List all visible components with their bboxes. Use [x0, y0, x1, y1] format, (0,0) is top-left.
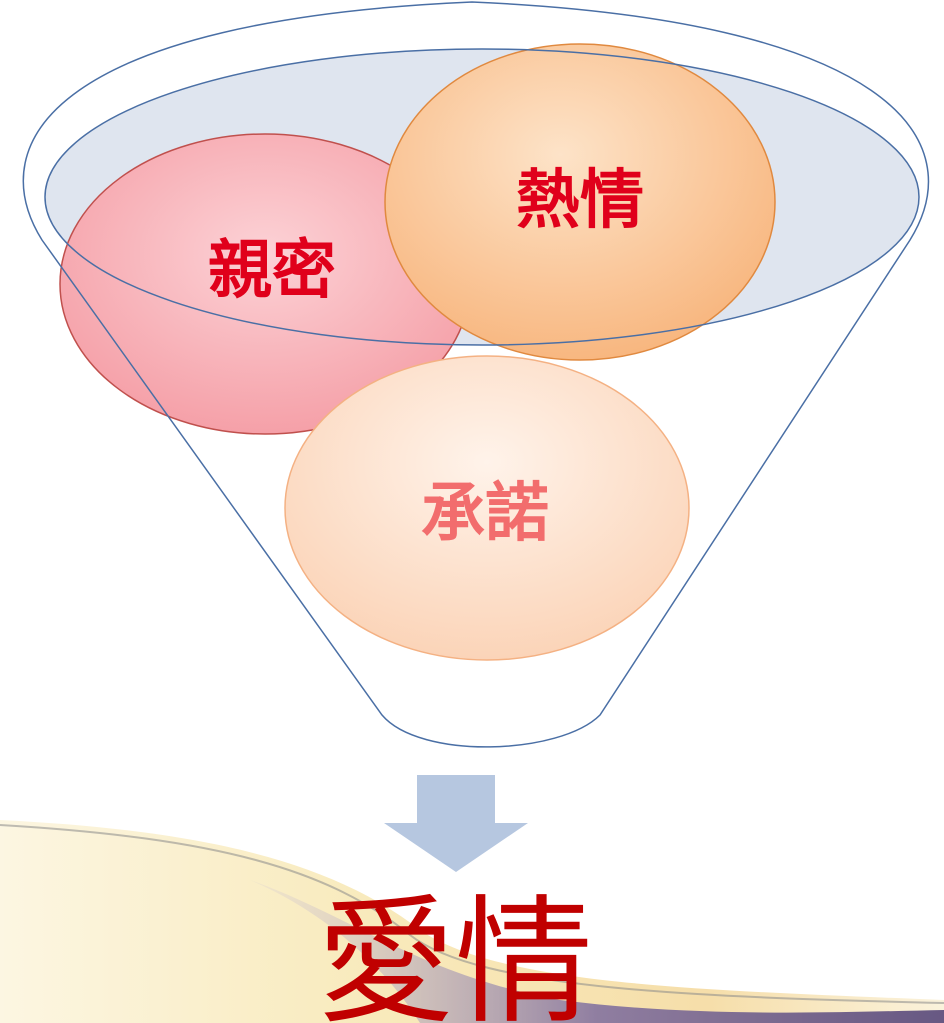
funnel-outline: [22, 1, 930, 748]
love-result-label: 愛情: [317, 882, 593, 1023]
intimacy-label: 親密: [208, 234, 336, 308]
passion-label: 熱情: [516, 164, 644, 238]
funnel-inner-rim: [44, 48, 920, 346]
down-arrow-icon: [384, 775, 528, 872]
passion-circle: [384, 43, 776, 361]
decorative-swoosh: [0, 820, 944, 1023]
commitment-label: 承諾: [421, 477, 549, 551]
commitment-circle: [284, 355, 690, 661]
